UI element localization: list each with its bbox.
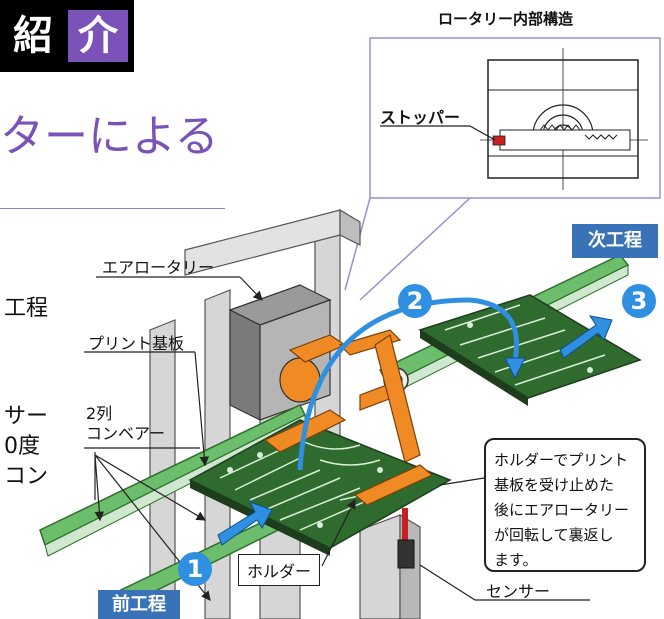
sensor-label: センサー	[486, 582, 551, 601]
inset-box	[344, 37, 661, 301]
callout-line-3: 後にエアロータリー	[494, 501, 630, 519]
section-divider	[0, 208, 225, 209]
prev-process-tag: 前工程	[98, 590, 180, 619]
body-text-4: コン	[4, 464, 49, 489]
air-rotary-label: エアロータリー	[102, 258, 215, 277]
callout-line-4: が回転して裏返し	[494, 526, 614, 544]
body-text-1: 工程	[4, 296, 49, 321]
conveyor-label-line2: コンベアー	[86, 424, 166, 443]
title-char-1: 紹	[13, 13, 53, 59]
pcb-right	[418, 294, 642, 406]
step-3-badge: 3	[622, 284, 656, 318]
stopper-label: ストッパー	[380, 108, 461, 127]
next-process-tag: 次工程	[572, 224, 658, 258]
inset-title: ロータリー内部構造	[438, 10, 574, 28]
step-1-badge: 1	[178, 552, 212, 586]
body-text-2: サー	[4, 404, 49, 429]
callout-box: ホルダーでプリント 基板を受け止めた 後にエアロータリー が回転して裏返し ます…	[484, 438, 646, 572]
holder-label: ホルダー	[238, 554, 321, 586]
callout-line-2: 基板を受け止めた	[494, 476, 615, 494]
callout-line-1: ホルダーでプリント	[494, 451, 629, 469]
subtitle: ターによる	[0, 111, 219, 162]
pcb-label: プリント基板	[88, 334, 185, 353]
conveyor-label: 2列 コンベアー	[86, 404, 165, 444]
callout-line-5: ます。	[494, 551, 538, 569]
air-rotary-block	[228, 284, 332, 421]
title-char-2: 介	[68, 10, 128, 62]
conveyor-label-line1: 2列	[86, 404, 113, 423]
body-text-3: 0度	[4, 434, 40, 459]
title-box: 紹 介	[0, 0, 134, 72]
sensor-unit	[397, 508, 415, 569]
step-2-badge: 2	[398, 284, 432, 318]
